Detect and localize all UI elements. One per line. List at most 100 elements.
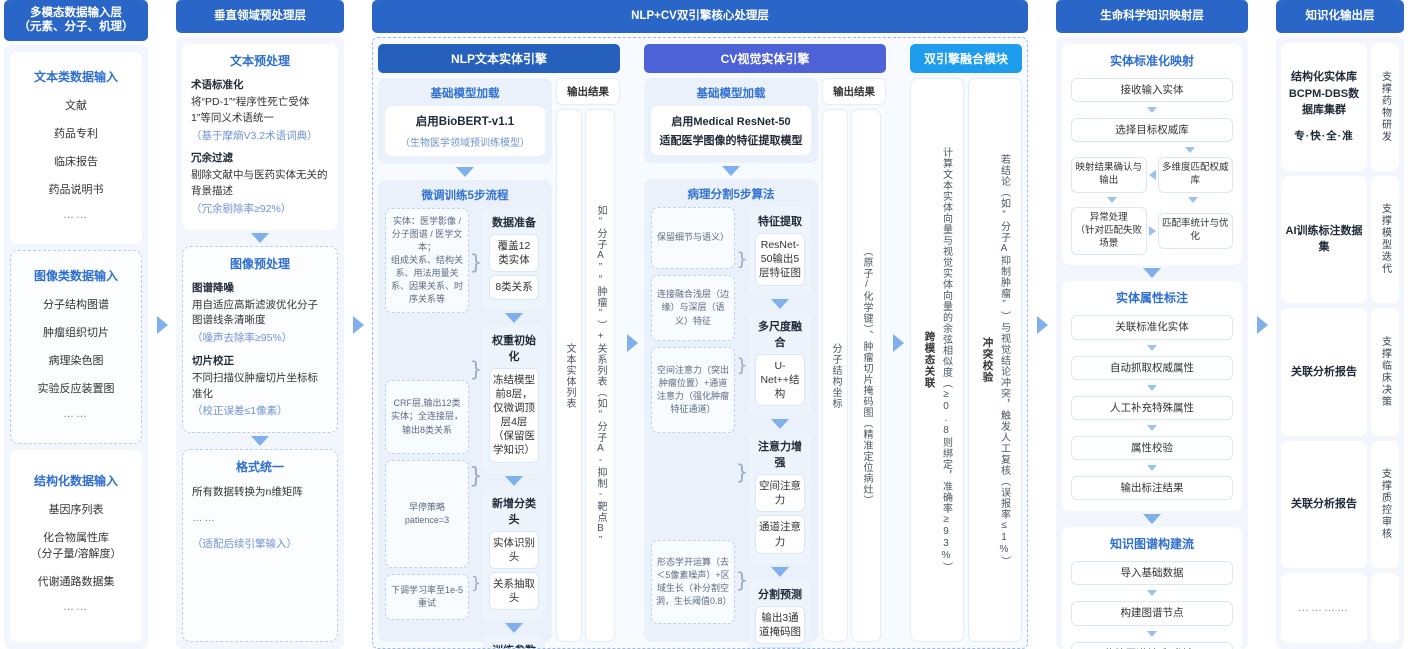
step-pill[interactable]: U-Net++结构: [755, 353, 805, 407]
arrow-down-icon: [1143, 514, 1161, 525]
note-box: 实体：医学影像 / 分子图谱 / 医学文本； 组成关系、结构关系、用法用量关系、…: [385, 208, 469, 314]
output-main[interactable]: 关联分析报告: [1281, 440, 1367, 568]
arrow-down-icon: [251, 232, 269, 243]
mapping-step[interactable]: 人工补充特殊属性: [1071, 395, 1233, 420]
input-group-text: 文本类数据输入 文献 药品专利 临床报告 药品说明书 ……: [10, 51, 142, 244]
block-note: （冗余剔除率≥92%）: [191, 202, 292, 215]
mapping-step[interactable]: 自动抓取权威属性: [1071, 355, 1233, 380]
layer-input-title-line2: （元素、分子、机理）: [18, 21, 134, 34]
arrow-right-icon: [352, 315, 364, 334]
step-pill[interactable]: 实体识别头: [489, 530, 539, 569]
input-group-image: 图像类数据输入 分子结构图谱 肿瘤组织切片 病理染色图 实验反应装置图 ……: [10, 249, 142, 444]
layer-output-title: 知识化输出层: [1276, 0, 1404, 33]
list-item: 化合物属性库 （分子量/溶解度）: [30, 532, 122, 561]
output-main[interactable]: 结构化实体库 BCPM-DBS数据库集群 专·快·全·准: [1281, 43, 1367, 171]
engine-fusion: 双引擎融合模块 跨模态关联 计算文本实体向量与视觉实体向量的余弦相似度（≥0.8…: [910, 44, 1022, 642]
mapping-section-standardization: 实体标准化映射 接收输入实体 选择目标权威库 映射结果确认与输出 多维度匹配权威…: [1062, 44, 1242, 266]
arrow-core-to-mapping: [1034, 0, 1050, 649]
card-title: 知识图谱构建流: [1109, 537, 1194, 552]
nlp-base-card: 启用BioBERT-v1.1 （生物医学领域预训练模型）: [385, 106, 545, 156]
mapping-step[interactable]: 导入基础数据: [1071, 561, 1233, 586]
block-note: （适配后续引擎输入）: [192, 537, 297, 550]
nlp-output-relation-list: 如“分子A”“肿瘤”）+关系列表（如“分子A-抑制-靶点B”: [585, 109, 615, 642]
arrow-nlp-to-cv: [625, 44, 639, 642]
cv-segmentation-panel: 病理分割5步算法 保留细节与语义） 连接融合浅层（边缘）与深层（语义）特征 空间…: [644, 179, 818, 648]
engine-cv: CV视觉实体引擎 基础模型加载 启用Medical ResNet-50 适配医学…: [644, 44, 886, 648]
mapping-step[interactable]: 属性校验: [1071, 435, 1233, 461]
mapping-step[interactable]: 多维度匹配权威库: [1157, 157, 1233, 193]
nlp-output-entity-list: 文本实体列表: [556, 109, 582, 642]
step-pill[interactable]: 8类关系: [489, 275, 539, 300]
block-text: 将“PD-1”“程序性死亡受体1”等同义术语统一: [191, 96, 310, 124]
step-pill[interactable]: 覆盖12类实体: [489, 234, 539, 273]
layer-mapping: 生命科学知识映射层 实体标准化映射 接收输入实体 选择目标权威库 映射结果确认与…: [1056, 0, 1248, 649]
output-sub-label: [1371, 573, 1399, 643]
cv-step-feature-extract: 特征提取 ResNet-50输出5层特征图: [749, 207, 811, 296]
nlp-base-model-panel: 基础模型加载 启用BioBERT-v1.1 （生物医学领域预训练模型）: [378, 78, 552, 164]
step-pill[interactable]: 通道注意力: [755, 515, 805, 554]
card-title: 实体属性标注: [1115, 291, 1188, 306]
layer-core-body: NLP文本实体引擎 基础模型加载 启用BioBERT-v1.1 （生物医学领域预…: [372, 37, 1028, 649]
list-item: 肿瘤组织切片: [43, 327, 109, 340]
arrow-input-to-preprocess: [154, 0, 170, 649]
step-pill[interactable]: 输出3通道掩码图: [755, 605, 805, 645]
mapping-step[interactable]: 异常处理 （针对匹配失败场景: [1071, 206, 1147, 256]
nlp-step-train-params: 训练参数 AdamW优化器 （学习率2e-5） 交叉熵损失 15轮训练: [483, 636, 545, 648]
cv-output-header: 输出结果: [822, 78, 886, 105]
mapping-step[interactable]: 选择目标权威库: [1071, 118, 1233, 143]
group-title: 结构化数据输入: [33, 474, 118, 489]
output-main[interactable]: AI训练标注数据集: [1281, 175, 1367, 303]
engine-nlp-header: NLP文本实体引擎: [378, 44, 620, 73]
step-pill[interactable]: 冻结模型前8层，仅微调顶层4层（保留医学知识）: [489, 367, 539, 463]
brace-icon: } } } }: [469, 249, 483, 592]
cv-output-mask-map: （原子/化学键）、肿瘤切片掩码图（精准定位病灶）: [851, 109, 881, 642]
layer-mapping-title: 生命科学知识映射层: [1056, 0, 1248, 33]
list-item: 病理染色图: [48, 355, 104, 368]
list-item: 代谢通路数据集: [37, 576, 115, 589]
mapping-step[interactable]: 映射结果确认与输出: [1071, 157, 1147, 193]
arrow-right-icon: [156, 315, 168, 334]
list-item: 分子结构图谱: [43, 299, 109, 312]
step-pill[interactable]: 关系抽取头: [489, 571, 539, 611]
arrow-right-icon: [1036, 315, 1048, 334]
mapping-step[interactable]: 接收输入实体: [1071, 78, 1233, 103]
layer-preprocess: 垂直领域预处理层 文本预处理 术语标准化 将“PD-1”“程序性死亡受体1”等同…: [176, 0, 344, 649]
arrow-down-icon: [505, 475, 523, 486]
output-main[interactable]: 关联分析报告: [1281, 308, 1367, 436]
block-text: 所有数据转换为n维矩阵: [192, 486, 303, 498]
mapping-step[interactable]: 构建图谱关系（边）: [1071, 641, 1233, 649]
output-tag: 专·快·全·准: [1294, 129, 1354, 142]
engine-fusion-header: 双引擎融合模块: [910, 44, 1022, 73]
mapping-step[interactable]: 构建图谱节点: [1071, 601, 1233, 626]
mapping-section-graph: 知识图谱构建流 导入基础数据 构建图谱节点 构建图谱关系（边） 图谱优化 图谱存…: [1062, 527, 1242, 649]
arrow-down-icon: [1187, 196, 1198, 203]
nlp-output-header: 输出结果: [556, 78, 620, 105]
card-title: 图像预处理: [229, 256, 290, 271]
list-item: 实验反应装置图: [37, 383, 115, 396]
note-box: 空间注意力（突出肿瘤位置）+通道注意力（强化肿瘤特征通道）: [651, 347, 735, 433]
step-title: 数据准备: [492, 217, 536, 229]
output-row: 结构化实体库 BCPM-DBS数据库集群 专·快·全·准 支撑药物研发: [1281, 43, 1399, 171]
nlp-step-data-prep: 数据准备 覆盖12类实体 8类关系: [483, 208, 545, 310]
arrow-down-icon: [505, 312, 523, 323]
arrow-mapping-to-output: [1254, 0, 1270, 649]
fusion-cross-modal-label: 跨模态关联: [923, 331, 936, 389]
mapping-step[interactable]: 关联标准化实体: [1071, 315, 1233, 340]
layer-output: 知识化输出层 结构化实体库 BCPM-DBS数据库集群 专·快·全·准 支撑药物…: [1276, 0, 1408, 649]
nlp-finetune-panel: 微调训练5步流程 实体：医学影像 / 分子图谱 / 医学文本； 组成关系、结构关…: [378, 180, 552, 648]
arrow-down-icon: [505, 623, 523, 634]
cv-step-attention: 注意力增强 空间注意力 通道注意力: [749, 432, 811, 564]
step-title: 多尺度融合: [758, 320, 802, 349]
output-main-label: 结构化实体库 BCPM-DBS数据库集群: [1288, 71, 1360, 117]
input-group-structured: 结构化数据输入 基因序列表 化合物属性库 （分子量/溶解度） 代谢通路数据集 ……: [10, 449, 142, 642]
step-pill[interactable]: 空间注意力: [755, 474, 805, 513]
block-text: 用自适应高斯滤波优化分子图谱线条清晰度: [192, 298, 318, 327]
arrow-down-icon: [771, 566, 789, 577]
mapping-step[interactable]: 匹配率统计与优化: [1157, 213, 1233, 249]
step-pill[interactable]: ResNet-50输出5层特征图: [755, 233, 805, 286]
panel-title: 基础模型加载: [430, 88, 500, 100]
layer-input-body: 文本类数据输入 文献 药品专利 临床报告 药品说明书 …… 图像类数据输入 分子…: [4, 44, 148, 649]
mapping-step[interactable]: 输出标注结果: [1071, 476, 1233, 501]
list-item-ellipsis: ……: [63, 408, 89, 421]
preprocess-card-image: 图像预处理 图谱降噪 用自适应高斯滤波优化分子图谱线条清晰度 （噪声去除率≥95…: [182, 245, 338, 433]
